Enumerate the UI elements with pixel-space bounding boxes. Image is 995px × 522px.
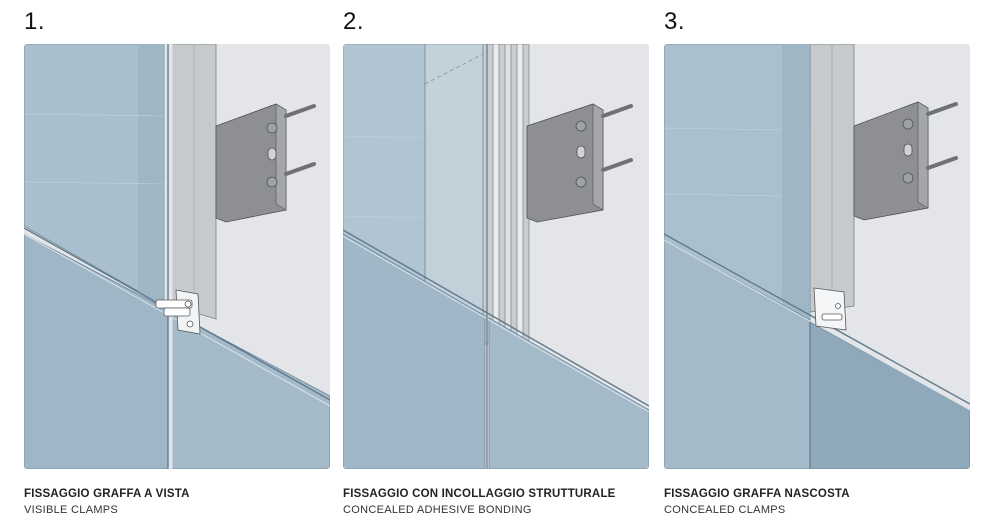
panel-visible-clamps: 1. xyxy=(24,0,330,522)
anchor-bolt-bottom xyxy=(601,158,633,172)
anchor-bolt-bottom xyxy=(284,162,316,176)
diagram-concealed-clamps xyxy=(664,44,970,469)
caption-subtitle: VISIBLE CLAMPS xyxy=(24,504,119,516)
panel-number: 3. xyxy=(664,8,686,35)
horizontal-joint xyxy=(343,229,649,407)
glass-pane-lower-left xyxy=(664,239,811,469)
panel-number: 2. xyxy=(343,8,365,35)
caption-title: FISSAGGIO GRAFFA A VISTA xyxy=(24,488,190,500)
anchor-bolt-top xyxy=(601,104,633,118)
glass-pane-lower-right xyxy=(488,317,649,469)
illustration-concealed-adhesive-bonding xyxy=(343,44,649,469)
panel-concealed-clamps: 3. xyxy=(664,0,970,522)
diagram-visible-clamps xyxy=(24,44,330,469)
panel-concealed-adhesive-bonding: 2. xyxy=(343,0,649,522)
anchor-bolt-top xyxy=(926,102,958,116)
structural-profile xyxy=(482,44,530,345)
caption-title: FISSAGGIO CON INCOLLAGGIO STRUTTURALE xyxy=(343,488,616,500)
caption-subtitle: CONCEALED CLAMPS xyxy=(664,504,786,516)
caption-subtitle: CONCEALED ADHESIVE BONDING xyxy=(343,504,532,516)
visible-clamp xyxy=(155,289,201,335)
illustration-visible-clamps xyxy=(24,44,330,469)
glass-pane-lower-left xyxy=(24,233,169,469)
illustration-concealed-clamps xyxy=(664,44,970,469)
glass-pane-lower-left xyxy=(343,233,486,469)
anchor-bolt-bottom xyxy=(926,156,958,170)
concealed-clamp xyxy=(813,287,847,331)
diagram-concealed-adhesive-bonding xyxy=(343,44,649,469)
anchor-bolt-top xyxy=(284,104,316,118)
panel-number: 1. xyxy=(24,8,46,35)
caption-title: FISSAGGIO GRAFFA NASCOSTA xyxy=(664,488,850,500)
